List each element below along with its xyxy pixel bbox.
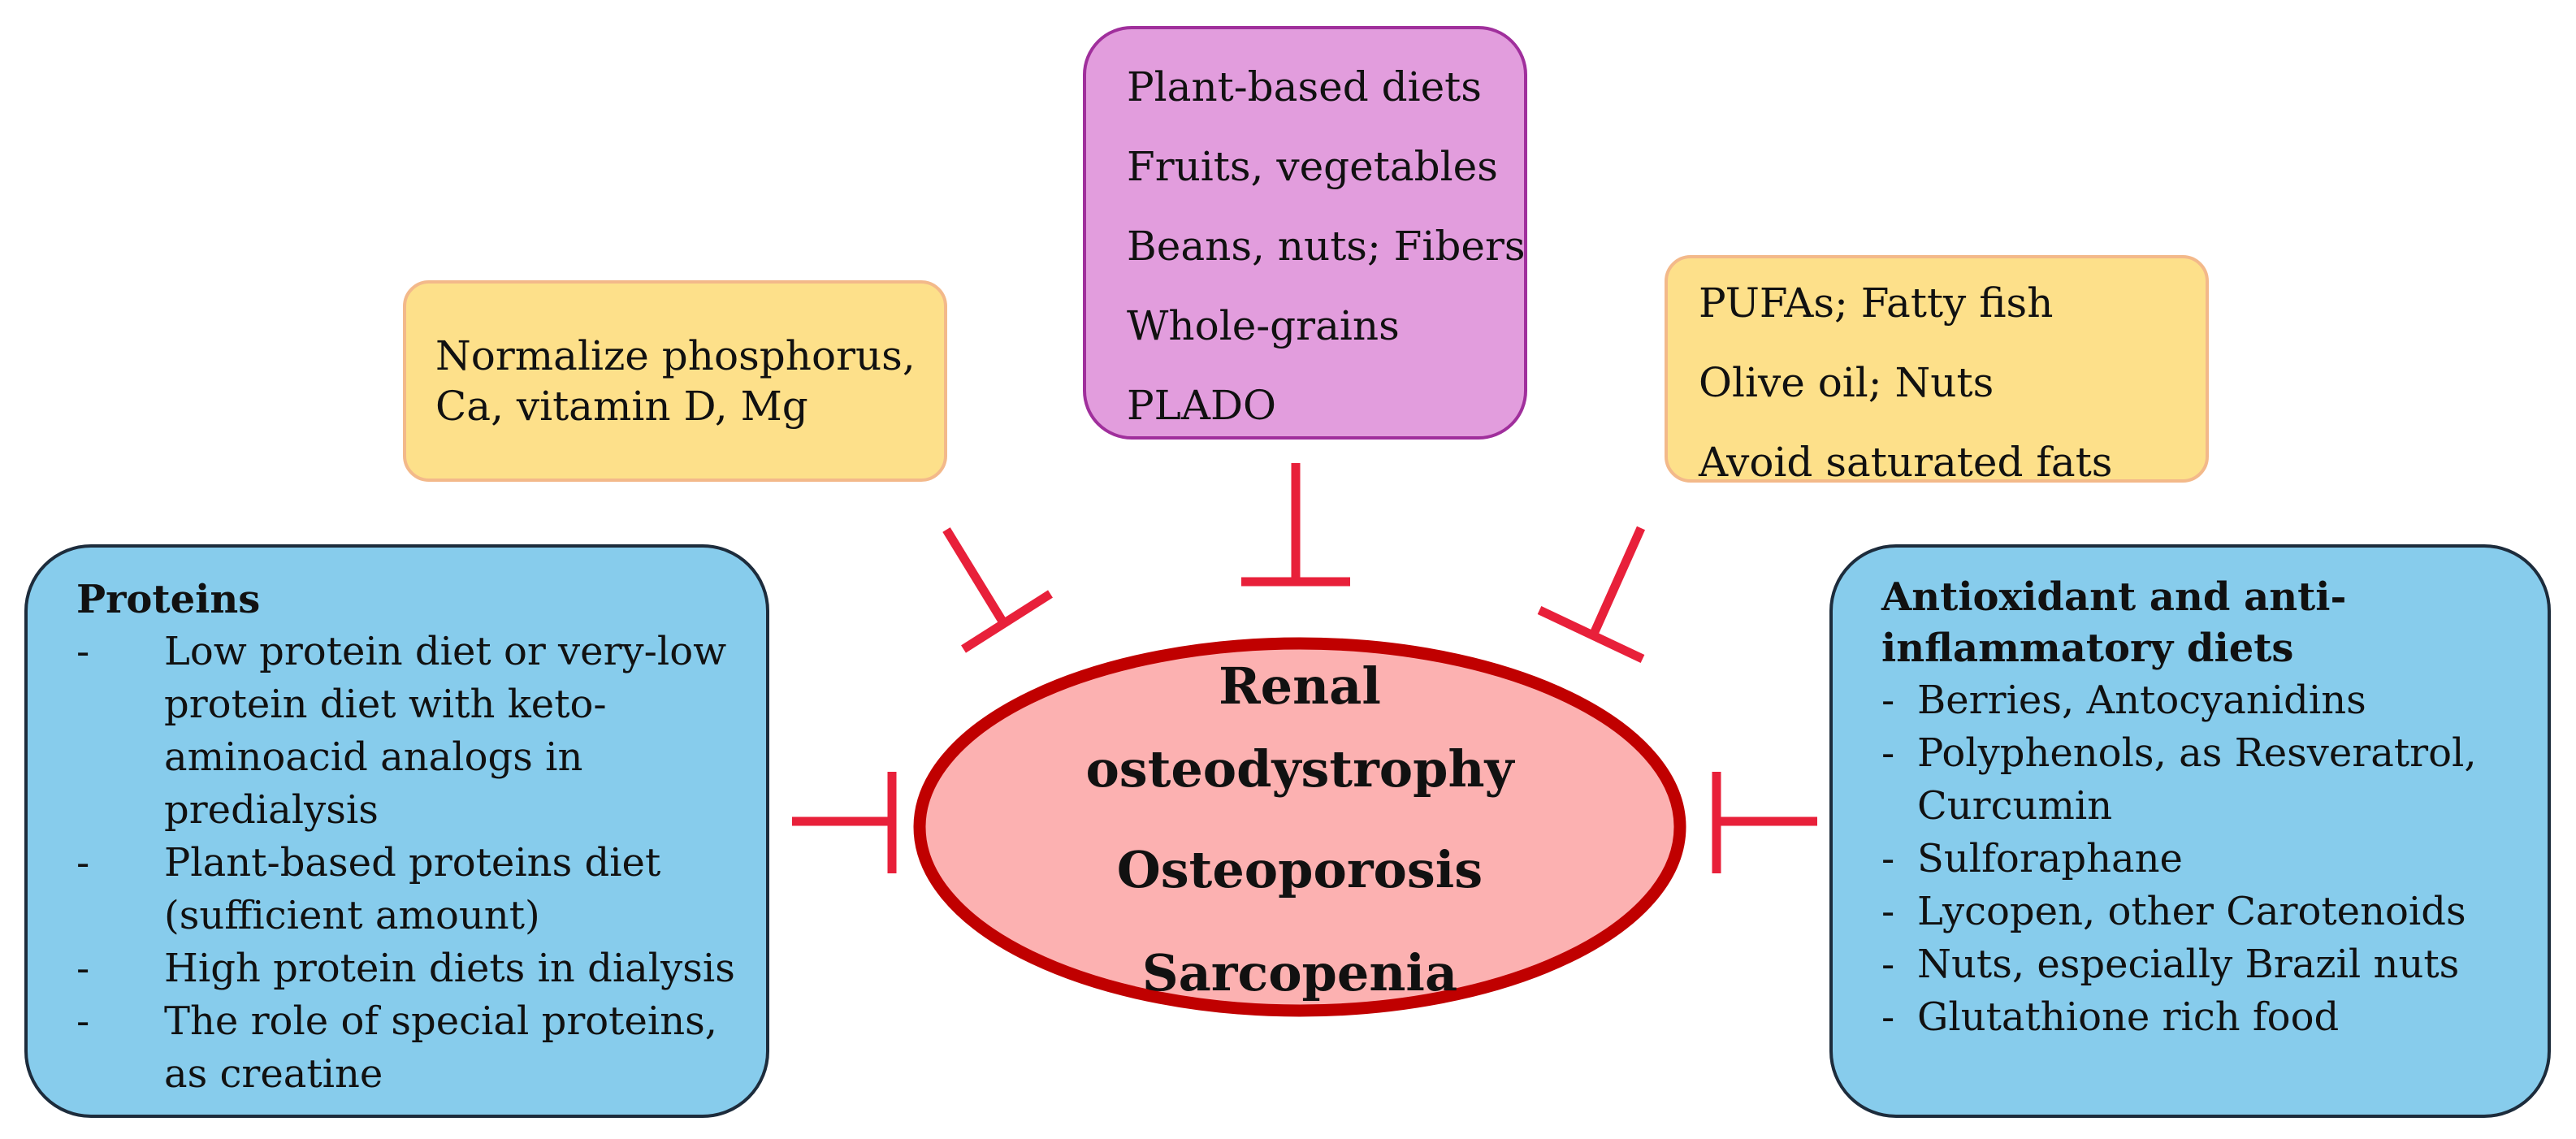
list-item-line: aminoacid analogs in xyxy=(164,734,583,780)
bullet: - xyxy=(1881,836,1895,881)
proteins-box: Proteins - Low protein diet or very-low … xyxy=(24,544,769,1118)
proteins-list: - Low protein diet or very-low protein d… xyxy=(76,626,742,1101)
plant-based-line: Beans, nuts; Fibers xyxy=(1127,223,1526,270)
list-item-line: Curcumin xyxy=(1917,783,2113,829)
list-item-line: Glutathione rich food xyxy=(1917,994,2340,1040)
inhibitor-arrow-top xyxy=(1241,463,1350,587)
fats-box: PUFAs; Fatty fish Olive oil; Nuts Avoid … xyxy=(1665,255,2209,486)
fats-line: PUFAs; Fatty fish xyxy=(1699,279,2054,327)
plant-based-line: PLADO xyxy=(1127,382,1277,429)
minerals-box: Normalize phosphorus, Ca, vitamin D, Mg xyxy=(403,280,947,482)
list-item-line: Low protein diet or very-low xyxy=(164,629,727,674)
list-item-line: Berries, Antocyanidins xyxy=(1917,678,2366,723)
bullet: - xyxy=(1881,994,1895,1040)
list-item-line: (sufficient amount) xyxy=(164,893,540,938)
list-item-line: Sulforaphane xyxy=(1917,836,2183,881)
plant-based-box: Plant-based diets Fruits, vegetables Bea… xyxy=(1083,26,1527,440)
fats-line: Olive oil; Nuts xyxy=(1699,359,1994,406)
list-item: - Lycopen, other Carotenoids xyxy=(1881,886,2531,938)
antioxidant-box: Antioxidant and anti- inflammatory diets… xyxy=(1829,544,2551,1118)
antioxidant-list: - Berries, Antocyanidins - Polyphenols, … xyxy=(1881,674,2531,1044)
list-item: - Sulforaphane xyxy=(1881,833,2531,886)
bullet: - xyxy=(1881,942,1895,987)
list-item-line: The role of special proteins, xyxy=(164,998,718,1044)
condition-osteodystrophy: osteodystrophy xyxy=(1085,739,1514,799)
list-item: - Glutathione rich food xyxy=(1881,991,2531,1044)
list-item-line: predialysis xyxy=(164,787,379,833)
list-item-line: High protein diets in dialysis xyxy=(164,946,735,991)
list-item: - High protein diets in dialysis xyxy=(76,942,742,995)
bullet: - xyxy=(1881,678,1895,723)
inhibitor-arrow-top-right xyxy=(1537,526,1646,663)
list-item-line: protein diet with keto- xyxy=(164,682,607,727)
bullet: - xyxy=(76,946,90,991)
bullet: - xyxy=(76,998,90,1044)
list-item-line: Nuts, especially Brazil nuts xyxy=(1917,942,2460,987)
antioxidant-title-line: Antioxidant and anti- xyxy=(1881,574,2347,620)
list-item: - The role of special proteins, as creat… xyxy=(76,995,742,1101)
antioxidant-title-line: inflammatory diets xyxy=(1881,626,2294,671)
bullet: - xyxy=(76,629,90,674)
minerals-line: Ca, vitamin D, Mg xyxy=(435,383,808,430)
fats-line: Avoid saturated fats xyxy=(1699,439,2113,486)
list-item: - Plant-based proteins diet (sufficient … xyxy=(76,837,742,942)
list-item: - Berries, Antocyanidins xyxy=(1881,674,2531,727)
list-item-line: Polyphenols, as Resveratrol, xyxy=(1917,730,2477,776)
list-item: - Low protein diet or very-low protein d… xyxy=(76,626,742,837)
list-item: - Nuts, especially Brazil nuts xyxy=(1881,938,2531,991)
plant-based-line: Fruits, vegetables xyxy=(1127,143,1498,190)
bullet: - xyxy=(76,840,90,886)
bullet: - xyxy=(1881,730,1895,776)
list-item-line: Lycopen, other Carotenoids xyxy=(1917,889,2466,934)
condition-sarcopenia: Sarcopenia xyxy=(1141,943,1458,1003)
minerals-line: Normalize phosphorus, xyxy=(435,332,916,379)
inhibitor-arrow-top-left xyxy=(942,527,1053,653)
condition-renal: Renal xyxy=(1219,656,1381,716)
plant-based-line: Plant-based diets xyxy=(1127,63,1482,110)
inhibitor-arrow-right xyxy=(1712,772,1817,873)
condition-osteoporosis: Osteoporosis xyxy=(1116,840,1483,899)
plant-based-line: Whole-grains xyxy=(1127,302,1400,349)
bullet: - xyxy=(1881,889,1895,934)
list-item: - Polyphenols, as Resveratrol, Curcumin xyxy=(1881,727,2531,833)
center-ellipse xyxy=(913,637,1686,1017)
list-item-line: Plant-based proteins diet xyxy=(164,840,661,886)
inhibitor-arrow-left xyxy=(792,772,897,873)
list-item-line: as creatine xyxy=(164,1051,383,1097)
proteins-title: Proteins xyxy=(76,577,261,622)
